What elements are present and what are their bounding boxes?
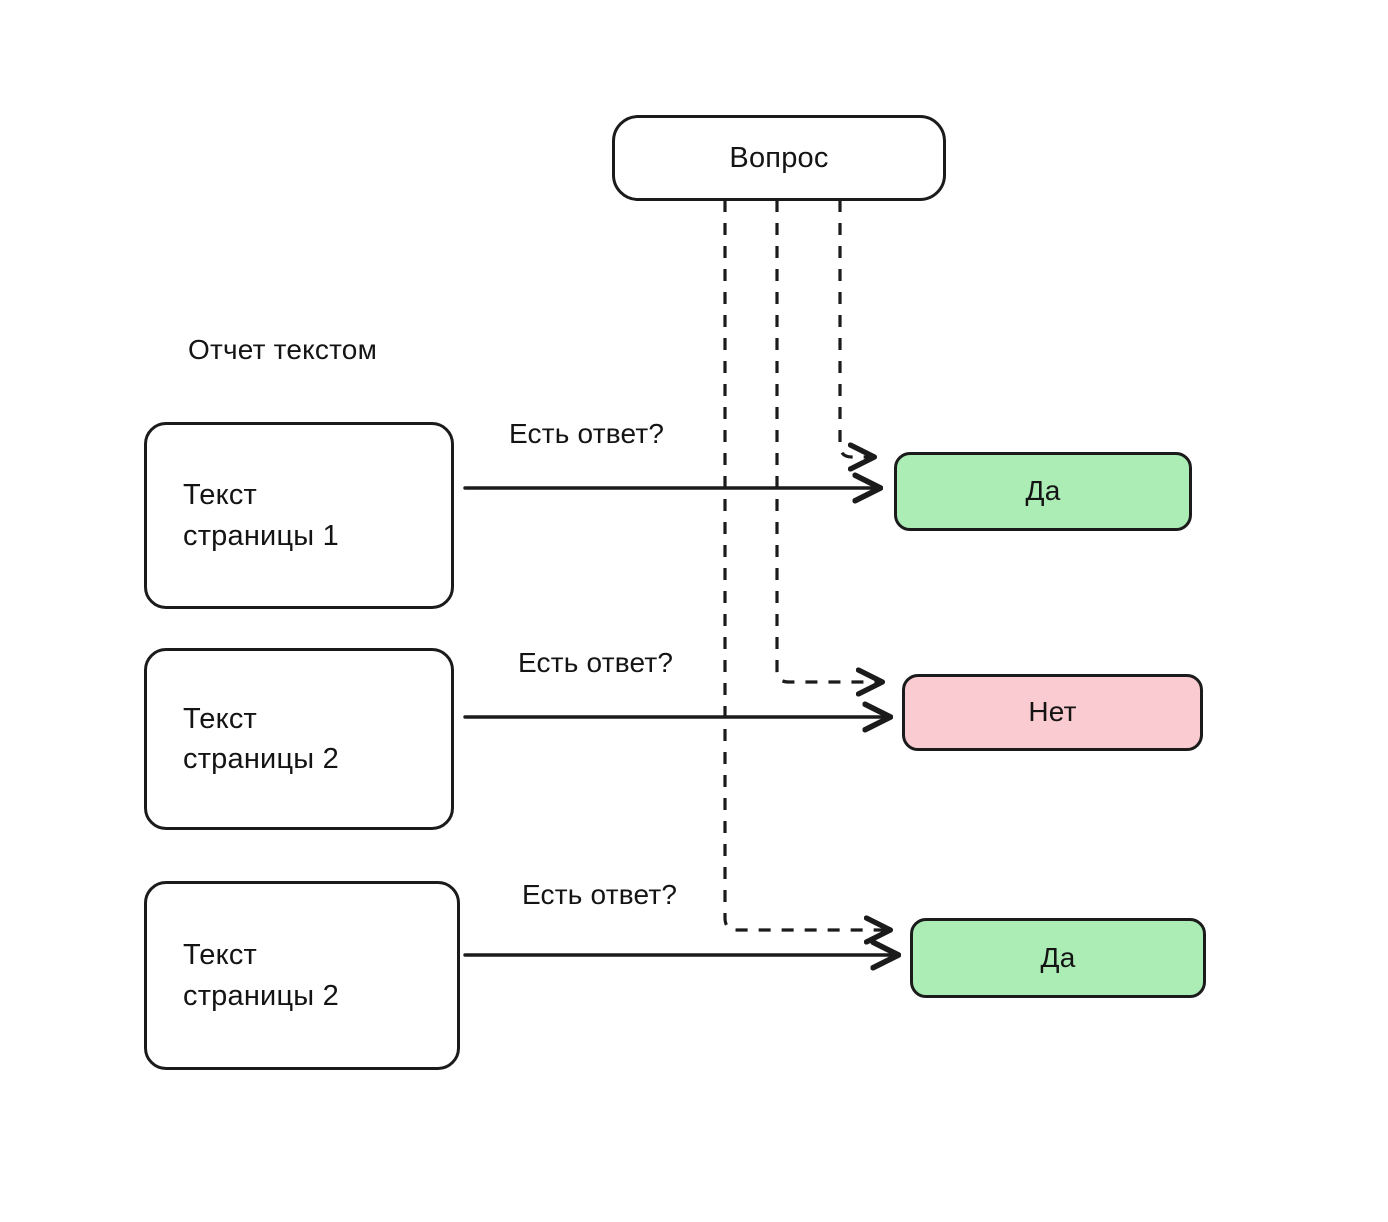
edge-label-2: Есть ответ? [518, 647, 674, 678]
answer-node-3-yes[interactable]: Да [910, 918, 1206, 998]
report-text-label: Отчет текстом [188, 334, 378, 365]
page-node-1[interactable]: Текст страницы 1 [144, 422, 454, 609]
page-node-3[interactable]: Текст страницы 2 [144, 881, 460, 1070]
dashed-connector-3 [723, 200, 888, 930]
question-node[interactable]: Вопрос [612, 115, 946, 201]
edge-label-1: Есть ответ? [509, 418, 665, 449]
question-node-label: Вопрос [729, 141, 829, 174]
answer-node-3-label: Да [1040, 941, 1076, 973]
page-node-1-label: Текст страницы 1 [183, 479, 339, 552]
page-node-3-label: Текст страницы 2 [183, 939, 339, 1012]
page-node-2-label: Текст страницы 2 [183, 702, 339, 775]
answer-node-1-label: Да [1025, 475, 1061, 507]
edge-label-3: Есть ответ? [522, 879, 678, 910]
answer-node-2-label: Нет [1028, 696, 1077, 728]
answer-node-1-yes[interactable]: Да [894, 452, 1192, 531]
dashed-connector-2 [775, 200, 880, 682]
answer-node-2-no[interactable]: Нет [902, 674, 1203, 751]
dashed-connector-1 [838, 200, 872, 457]
page-node-2[interactable]: Текст страницы 2 [144, 648, 454, 830]
